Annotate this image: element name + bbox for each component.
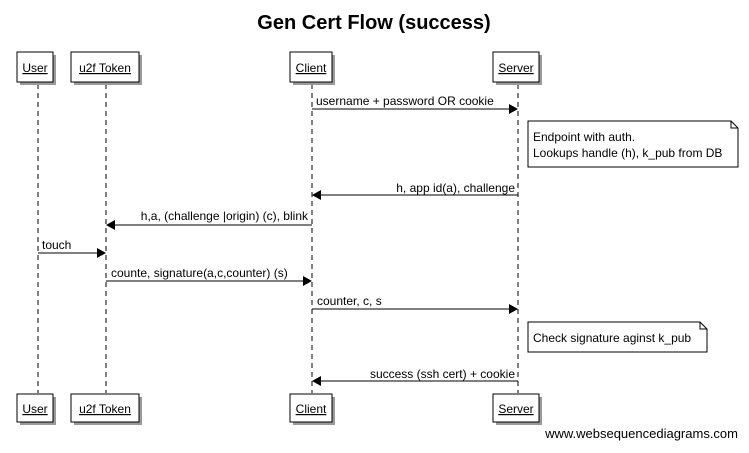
participant-user-top: User bbox=[16, 51, 56, 85]
participant-server-bottom: Server bbox=[492, 393, 542, 425]
participant-client-top: Client bbox=[289, 51, 335, 85]
participant-label: Server bbox=[498, 61, 533, 75]
message-label: h, app id(a), challenge bbox=[396, 181, 515, 195]
diagram-title: Gen Cert Flow (success) bbox=[257, 12, 490, 34]
participant-u2f-token-top: u2f Token bbox=[70, 51, 142, 85]
note-line: Lookups handle (h), k_pub from DB bbox=[533, 146, 722, 160]
participant-user-bottom: User bbox=[16, 393, 56, 425]
message-blink: h,a, (challenge |origin) (c), blink bbox=[106, 209, 312, 230]
note-endpoint-auth: Endpoint with auth. Lookups handle (h), … bbox=[527, 120, 739, 168]
participant-label: Client bbox=[296, 61, 327, 75]
message-signature: counte, signature(a,c,counter) (s) bbox=[106, 266, 312, 286]
participant-label: u2f Token bbox=[79, 402, 131, 416]
participant-server-top: Server bbox=[492, 51, 542, 85]
participant-label: u2f Token bbox=[79, 61, 131, 75]
message-label: username + password OR cookie bbox=[316, 94, 494, 108]
participant-label: Client bbox=[296, 402, 327, 416]
message-label: touch bbox=[42, 238, 71, 252]
message-login: username + password OR cookie bbox=[312, 94, 518, 114]
note-check-signature: Check signature aginst k_pub bbox=[527, 321, 708, 353]
message-touch: touch bbox=[38, 238, 106, 258]
message-counter: counter, c, s bbox=[312, 294, 518, 314]
participant-u2f-token-bottom: u2f Token bbox=[70, 393, 142, 425]
message-label: success (ssh cert) + cookie bbox=[370, 367, 515, 381]
participant-client-bottom: Client bbox=[289, 393, 335, 425]
note-line: Endpoint with auth. bbox=[533, 130, 635, 144]
message-success: success (ssh cert) + cookie bbox=[312, 367, 518, 386]
participant-label: User bbox=[22, 402, 47, 416]
message-label: counte, signature(a,c,counter) (s) bbox=[111, 266, 288, 280]
participant-label: User bbox=[22, 61, 47, 75]
watermark: www.websequencediagrams.com bbox=[544, 426, 738, 441]
participant-label: Server bbox=[498, 402, 533, 416]
note-line: Check signature aginst k_pub bbox=[533, 331, 691, 345]
message-label: h,a, (challenge |origin) (c), blink bbox=[141, 209, 309, 223]
message-label: counter, c, s bbox=[317, 294, 382, 308]
message-challenge: h, app id(a), challenge bbox=[312, 181, 518, 200]
